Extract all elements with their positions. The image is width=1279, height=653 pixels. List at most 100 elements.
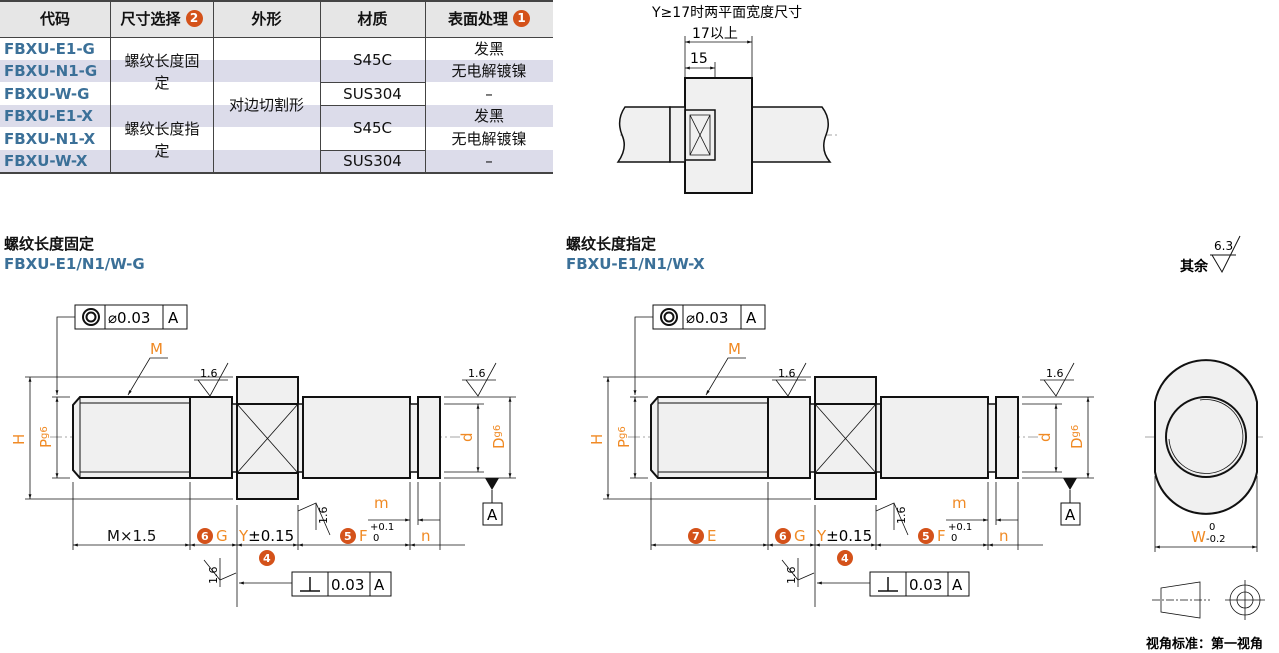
rest-roughness: 其余 6.3 <box>1180 235 1241 275</box>
datum-ref: A <box>168 309 179 327</box>
surface-cell: 无电解镀镍 <box>451 129 527 148</box>
tol-F-up: +0.1 <box>948 522 972 533</box>
surface-cell: – <box>485 84 493 103</box>
badge-7: 7 <box>692 530 700 543</box>
badge-5: 5 <box>922 530 930 543</box>
perpendicularity-value: 0.03 <box>331 576 364 594</box>
label-Y: Y±0.15 <box>238 527 294 545</box>
label-M: M <box>728 340 741 358</box>
code-cell: FBXU-E1-G <box>4 39 95 58</box>
header-code: 代码 <box>39 9 70 28</box>
dim-15: 15 <box>690 51 708 67</box>
label-F: F <box>359 527 368 545</box>
label-d: d <box>1036 432 1054 442</box>
code-cell: FBXU-W-G <box>4 84 90 103</box>
label-D: Dg6 <box>1068 425 1086 449</box>
surface-cell: – <box>485 152 493 170</box>
header-surface: 表面处理 1 <box>425 0 553 37</box>
roughness: 1.6 <box>1046 367 1064 380</box>
tol-W-up: 0 <box>1209 522 1215 533</box>
code-cell: FBXU-E1-X <box>4 107 93 125</box>
drawing2-title: 螺纹长度指定 <box>566 235 657 253</box>
tol-F-low: 0 <box>373 533 379 544</box>
drawing-thread-fixed: M ⌀0.03 A A H Pg6 d Dg6 1.6 1.6 1.6 1.6 … <box>10 305 516 607</box>
roughness: 1.6 <box>468 367 486 380</box>
shape-cell: 对边切割形 <box>228 95 304 114</box>
badge-5: 5 <box>344 530 352 543</box>
material-cell: SUS304 <box>343 84 402 103</box>
concentricity-value: ⌀0.03 <box>686 309 728 327</box>
header-surface-label: 表面处理 <box>447 9 508 28</box>
dim-17: 17以上 <box>692 26 738 42</box>
header-material: 材质 <box>357 9 388 28</box>
material-cell: S45C <box>352 50 393 69</box>
flat-note: Y≥17时两平面宽度尺寸 <box>651 4 802 21</box>
drawing1-title: 螺纹长度固定 <box>4 235 95 253</box>
size-fixed: 螺纹长度固定 <box>124 51 200 92</box>
datum-ref: A <box>374 576 385 594</box>
code-cell: FBXU-N1-G <box>4 62 98 80</box>
header-shape: 外形 <box>251 9 282 28</box>
label-n: n <box>999 527 1009 545</box>
rest-value: 6.3 <box>1214 239 1233 253</box>
label-G: G <box>794 527 806 545</box>
label-F: F <box>937 527 946 545</box>
badge-6: 6 <box>201 530 209 543</box>
label-M: M <box>150 340 163 358</box>
size-specified: 螺纹长度指定 <box>124 119 200 160</box>
roughness: 1.6 <box>778 367 796 380</box>
surface-cell: 发黑 <box>473 107 504 125</box>
code-cell: FBXU-N1-X <box>4 129 96 148</box>
badge-1: 1 <box>513 10 530 27</box>
roughness: 1.6 <box>207 567 220 585</box>
label-Y: Y±0.15 <box>816 527 872 545</box>
datum-label: A <box>487 506 498 524</box>
material-cell: S45C <box>352 118 393 137</box>
perpendicularity-value: 0.03 <box>909 576 942 594</box>
badge-4: 4 <box>841 552 849 565</box>
label-m: m <box>374 494 389 512</box>
flat-width-view: Y≥17时两平面宽度尺寸 17以上 15 <box>616 4 840 194</box>
label-m: m <box>952 494 967 512</box>
thread-length: M×1.5 <box>107 527 156 545</box>
badge-6: 6 <box>779 530 787 543</box>
label-d: d <box>458 432 476 442</box>
label-E: E <box>707 527 716 545</box>
drawing2-codes: FBXU-E1/N1/W-X <box>566 255 705 273</box>
drawing-thread-specified: 7 E M ⌀0.03 A A H Pg6 d Dg6 1.6 1.6 1.6 … <box>588 305 1094 607</box>
label-n: n <box>421 527 431 545</box>
tol-F-up: +0.1 <box>370 522 394 533</box>
surface-cell: 无电解镀镍 <box>451 62 527 80</box>
label-P: Pg6 <box>37 426 55 448</box>
roughness: 1.6 <box>317 507 330 525</box>
datum-ref: A <box>746 309 757 327</box>
roughness: 1.6 <box>895 507 908 525</box>
end-view: W 0 -0.2 <box>1145 359 1265 552</box>
material-cell: SUS304 <box>343 152 402 170</box>
roughness: 1.6 <box>200 367 218 380</box>
datum-label: A <box>1065 506 1076 524</box>
roughness: 1.6 <box>785 567 798 585</box>
badge-2: 2 <box>185 10 203 27</box>
header-size-label: 尺寸选择 <box>120 9 181 28</box>
label-H: H <box>10 434 28 445</box>
surface-cell: 发黑 <box>473 39 504 58</box>
datum-ref: A <box>952 576 963 594</box>
tol-F-low: 0 <box>951 533 957 544</box>
drawing1-codes: FBXU-E1/N1/W-G <box>4 255 145 273</box>
label-G: G <box>216 527 228 545</box>
badge-4: 4 <box>263 552 271 565</box>
label-D: Dg6 <box>490 425 508 449</box>
projection-standard: 视角标准：第一视角 <box>1146 636 1263 652</box>
tol-W-low: -0.2 <box>1206 534 1226 545</box>
label-W: W <box>1191 528 1206 546</box>
code-cell: FBXU-W-X <box>4 152 88 170</box>
rest-label: 其余 <box>1180 258 1209 275</box>
label-P: Pg6 <box>615 426 633 448</box>
first-angle-projection-icon <box>1152 580 1265 620</box>
label-H: H <box>588 434 606 445</box>
